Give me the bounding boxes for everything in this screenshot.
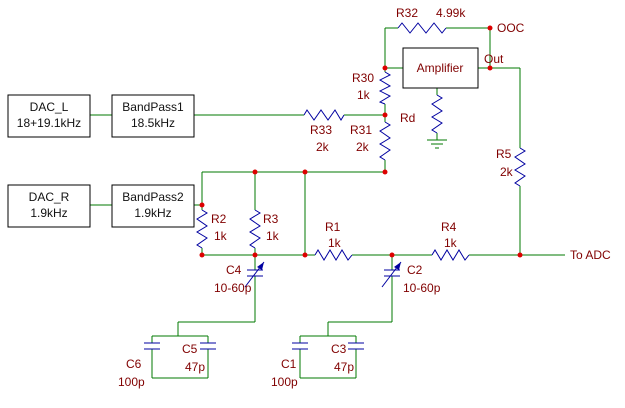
capacitor-c3-icon xyxy=(348,342,364,350)
dac-l-freq: 18+19.1kHz xyxy=(17,116,81,130)
bandpass2-name: BandPass2 xyxy=(122,190,184,204)
value-r31: 2k xyxy=(356,140,370,154)
junction-dot xyxy=(382,112,388,118)
value-r1: 1k xyxy=(328,236,342,250)
block-dac-l: DAC_L 18+19.1kHz xyxy=(7,94,91,138)
value-c3: 47p xyxy=(334,360,354,374)
value-r32: 4.99k xyxy=(436,6,466,20)
label-r2: R2 xyxy=(211,212,227,226)
label-rd: Rd xyxy=(400,111,415,125)
label-c1: C1 xyxy=(281,357,297,371)
capacitor-c6-icon xyxy=(144,342,160,350)
junction-dot xyxy=(517,252,523,258)
label-r33: R33 xyxy=(310,123,332,137)
value-c4: 10-60p xyxy=(214,281,252,295)
junction-dot xyxy=(252,169,258,175)
block-bandpass1: BandPass1 18.5kHz xyxy=(111,94,195,138)
resistor-r2-icon xyxy=(196,209,208,249)
label-r5: R5 xyxy=(496,147,512,161)
resistor-rd-icon xyxy=(431,94,443,134)
value-r2: 1k xyxy=(214,229,228,243)
resistor-r5-icon xyxy=(514,147,526,187)
resistor-r1-icon xyxy=(314,249,353,261)
resistor-r30-icon xyxy=(378,71,392,105)
label-c2: C2 xyxy=(407,263,423,277)
resistor-r3-icon xyxy=(249,209,261,249)
bandpass2-freq: 1.9kHz xyxy=(134,206,171,220)
junction-dot xyxy=(382,169,388,175)
value-r4: 1k xyxy=(444,236,458,250)
label-r31: R31 xyxy=(350,123,372,137)
trimmer-capacitor-c4-icon xyxy=(244,261,265,288)
block-amplifier: Amplifier xyxy=(402,47,479,89)
junction-dot xyxy=(487,25,493,31)
label-r32: R32 xyxy=(396,6,418,20)
value-c5: 47p xyxy=(185,360,205,374)
capacitor-c1-icon xyxy=(292,342,308,350)
resistor-r33-icon xyxy=(303,109,345,121)
bandpass1-freq: 18.5kHz xyxy=(131,116,175,130)
label-to-adc: To ADC xyxy=(570,248,611,262)
junction-dot xyxy=(487,65,493,71)
label-r3: R3 xyxy=(263,212,279,226)
junction-dots xyxy=(199,25,523,258)
dac-r-name: DAC_R xyxy=(29,190,70,204)
value-r30: 1k xyxy=(357,88,371,102)
amplifier-name: Amplifier xyxy=(417,61,464,75)
value-c6: 100p xyxy=(118,375,145,389)
junction-dot xyxy=(199,252,205,258)
resistor-r4-icon xyxy=(431,249,470,261)
value-r5: 2k xyxy=(500,165,514,179)
label-c6: C6 xyxy=(126,357,142,371)
dac-r-freq: 1.9kHz xyxy=(30,206,67,220)
resistor-r31-icon xyxy=(379,121,391,161)
junction-dot xyxy=(382,65,388,71)
label-out: Out xyxy=(484,52,504,66)
dac-l-name: DAC_L xyxy=(30,100,69,114)
bandpass1-name: BandPass1 xyxy=(122,100,184,114)
resistor-r32-icon xyxy=(397,22,447,34)
value-r33: 2k xyxy=(316,140,330,154)
trimmer-capacitor-c2-icon xyxy=(381,261,402,288)
block-dac-r: DAC_R 1.9kHz xyxy=(7,184,91,228)
junction-dot xyxy=(199,202,205,208)
junction-dot xyxy=(389,252,395,258)
label-c5: C5 xyxy=(182,342,198,356)
ground-icon xyxy=(427,139,447,149)
block-bandpass2: BandPass2 1.9kHz xyxy=(111,184,195,228)
value-r3: 1k xyxy=(266,229,280,243)
label-c3: C3 xyxy=(331,342,347,356)
value-c2: 10-60p xyxy=(403,281,441,295)
capacitor-c5-icon xyxy=(200,342,216,350)
label-c4: C4 xyxy=(226,263,242,277)
junction-dot xyxy=(252,252,258,258)
label-ooc: OOC xyxy=(497,21,525,35)
label-r4: R4 xyxy=(441,220,457,234)
junction-dot xyxy=(302,169,308,175)
label-r1: R1 xyxy=(325,220,341,234)
junction-dot xyxy=(302,252,308,258)
value-c1: 100p xyxy=(271,375,298,389)
label-r30: R30 xyxy=(352,71,374,85)
